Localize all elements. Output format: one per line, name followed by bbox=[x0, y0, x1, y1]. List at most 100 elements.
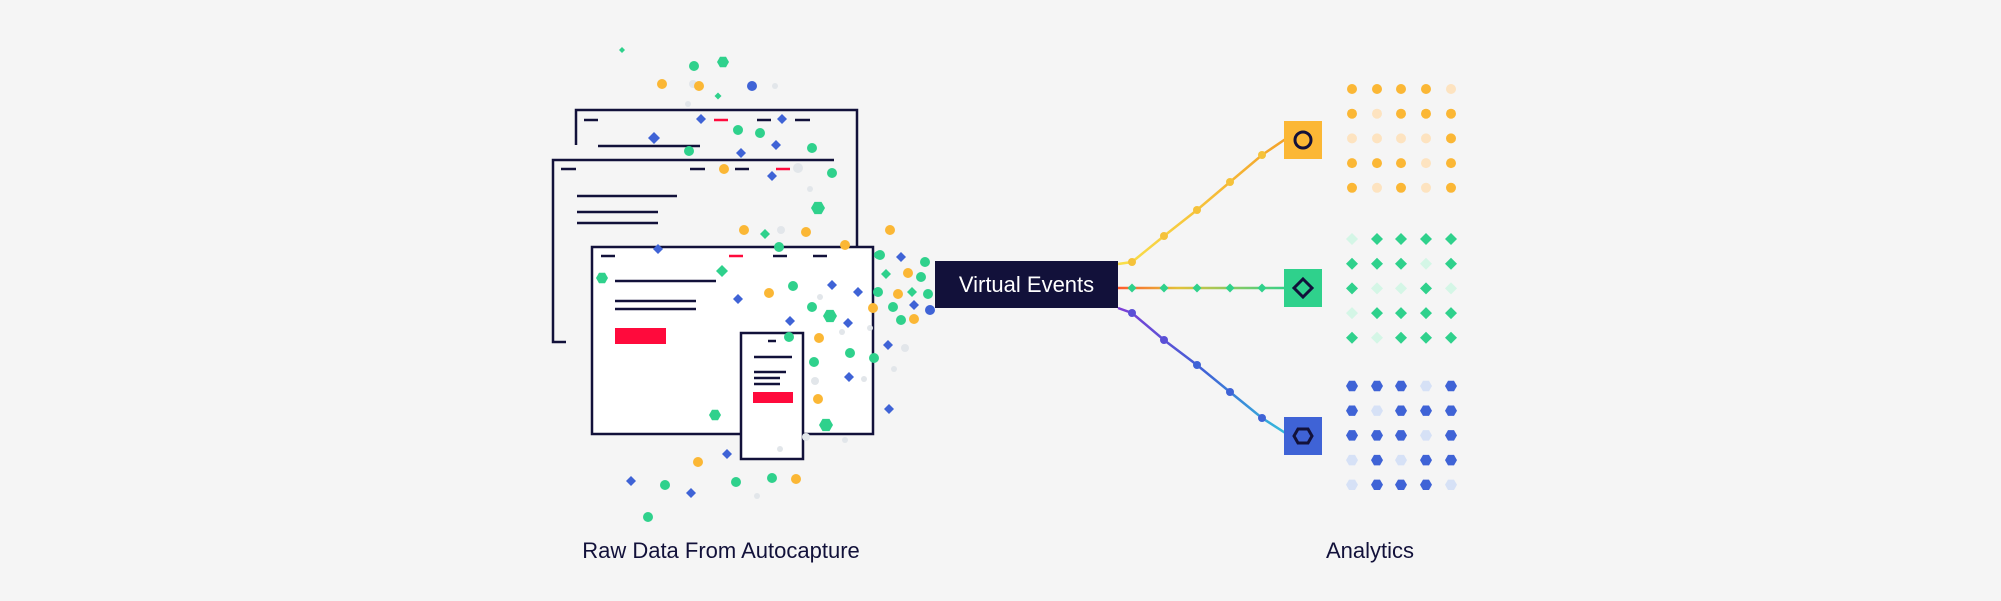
grid-dot bbox=[1346, 430, 1358, 441]
grid-dot bbox=[1395, 307, 1407, 320]
grid-dot bbox=[1446, 158, 1456, 169]
grid-dot bbox=[1372, 84, 1382, 94]
data-particle bbox=[893, 289, 903, 299]
grid-dot bbox=[1396, 84, 1406, 94]
data-particle bbox=[657, 79, 667, 89]
grid-dot bbox=[1347, 158, 1357, 169]
data-particle bbox=[809, 357, 819, 367]
data-particle bbox=[811, 377, 819, 385]
grid-dot bbox=[1445, 405, 1457, 416]
data-particle bbox=[883, 340, 893, 350]
output-diamond-node bbox=[1284, 269, 1322, 307]
red-button-block bbox=[615, 328, 666, 344]
data-particle bbox=[736, 148, 746, 158]
data-particle bbox=[801, 227, 811, 237]
connector-dot bbox=[1257, 283, 1267, 293]
data-particle bbox=[791, 474, 801, 484]
data-particle bbox=[891, 366, 897, 372]
grid-dot bbox=[1372, 182, 1382, 193]
connector-dot bbox=[1159, 283, 1169, 293]
data-particle bbox=[901, 344, 909, 352]
data-particle bbox=[684, 146, 694, 156]
grid-dot bbox=[1420, 405, 1432, 416]
connector-dot bbox=[1127, 283, 1137, 293]
data-particle bbox=[923, 289, 933, 299]
data-particle bbox=[909, 300, 919, 310]
data-particle bbox=[881, 269, 891, 279]
grid-dot bbox=[1395, 430, 1407, 441]
grid-dot bbox=[1395, 257, 1407, 270]
virtual-events-node: Virtual Events bbox=[935, 261, 1118, 308]
grid-dot bbox=[1395, 405, 1407, 416]
data-particle bbox=[873, 287, 883, 297]
data-particle bbox=[844, 372, 854, 382]
connector-dot bbox=[1193, 206, 1201, 214]
grid-dot bbox=[1445, 454, 1457, 466]
data-particle bbox=[774, 242, 784, 252]
data-particle bbox=[807, 186, 813, 192]
grid-dot bbox=[1346, 331, 1358, 344]
data-particle bbox=[827, 280, 837, 290]
data-particle bbox=[686, 488, 696, 498]
grid-dot bbox=[1446, 182, 1456, 193]
data-particle bbox=[853, 287, 863, 297]
connector-dot bbox=[1192, 283, 1202, 293]
grid-dot bbox=[1346, 380, 1358, 392]
data-particle bbox=[760, 229, 770, 239]
data-particle bbox=[653, 244, 663, 254]
data-particle bbox=[843, 318, 853, 328]
grid-dot bbox=[1445, 307, 1457, 320]
grid-dot bbox=[1396, 133, 1406, 144]
data-particle bbox=[802, 433, 810, 441]
data-particle bbox=[714, 92, 722, 100]
grid-dot bbox=[1372, 158, 1382, 169]
data-particle bbox=[884, 404, 894, 414]
hexagon-icon bbox=[1292, 427, 1314, 445]
raw-data-windows bbox=[551, 108, 875, 461]
grid-dot bbox=[1346, 454, 1358, 466]
data-particle bbox=[861, 376, 867, 382]
data-particle bbox=[845, 348, 855, 358]
data-particle bbox=[784, 332, 794, 342]
data-particle bbox=[709, 409, 721, 421]
analytics-grid-hexagon bbox=[1346, 380, 1457, 491]
connector-dot bbox=[1128, 258, 1136, 266]
data-particle bbox=[888, 302, 898, 312]
middle-window bbox=[551, 158, 834, 344]
data-particle bbox=[839, 329, 845, 335]
connector-dot bbox=[1160, 336, 1168, 344]
grid-dot bbox=[1420, 454, 1432, 466]
data-particle bbox=[596, 272, 608, 284]
grid-dot bbox=[1420, 233, 1432, 245]
raw-data-particles bbox=[596, 47, 935, 522]
data-particle bbox=[827, 168, 837, 178]
grid-dot bbox=[1420, 307, 1432, 320]
grid-dot bbox=[1346, 307, 1358, 320]
raw-data-caption: Raw Data From Autocapture bbox=[582, 538, 860, 563]
phone-red-block bbox=[753, 392, 793, 403]
grid-dot bbox=[1346, 233, 1358, 245]
data-particle bbox=[909, 314, 919, 324]
data-particle bbox=[896, 315, 906, 325]
data-particle bbox=[660, 480, 670, 490]
data-particle bbox=[823, 309, 837, 323]
data-particle bbox=[733, 125, 743, 135]
data-particle bbox=[777, 114, 787, 124]
grid-dot bbox=[1395, 282, 1407, 295]
grid-dot bbox=[1396, 158, 1406, 169]
grid-dot bbox=[1347, 108, 1357, 119]
grid-dot bbox=[1421, 182, 1431, 193]
back-window bbox=[574, 108, 859, 345]
grid-dot bbox=[1420, 430, 1432, 441]
data-particle bbox=[807, 143, 817, 153]
data-particle bbox=[896, 252, 906, 262]
grid-dot bbox=[1445, 380, 1457, 392]
connector-dot bbox=[1258, 151, 1266, 159]
grid-dot bbox=[1395, 233, 1407, 245]
grid-dot bbox=[1371, 430, 1383, 441]
grid-dot bbox=[1445, 257, 1457, 270]
connector-dot bbox=[1128, 309, 1136, 317]
grid-dot bbox=[1446, 84, 1456, 94]
data-particle bbox=[907, 287, 917, 297]
